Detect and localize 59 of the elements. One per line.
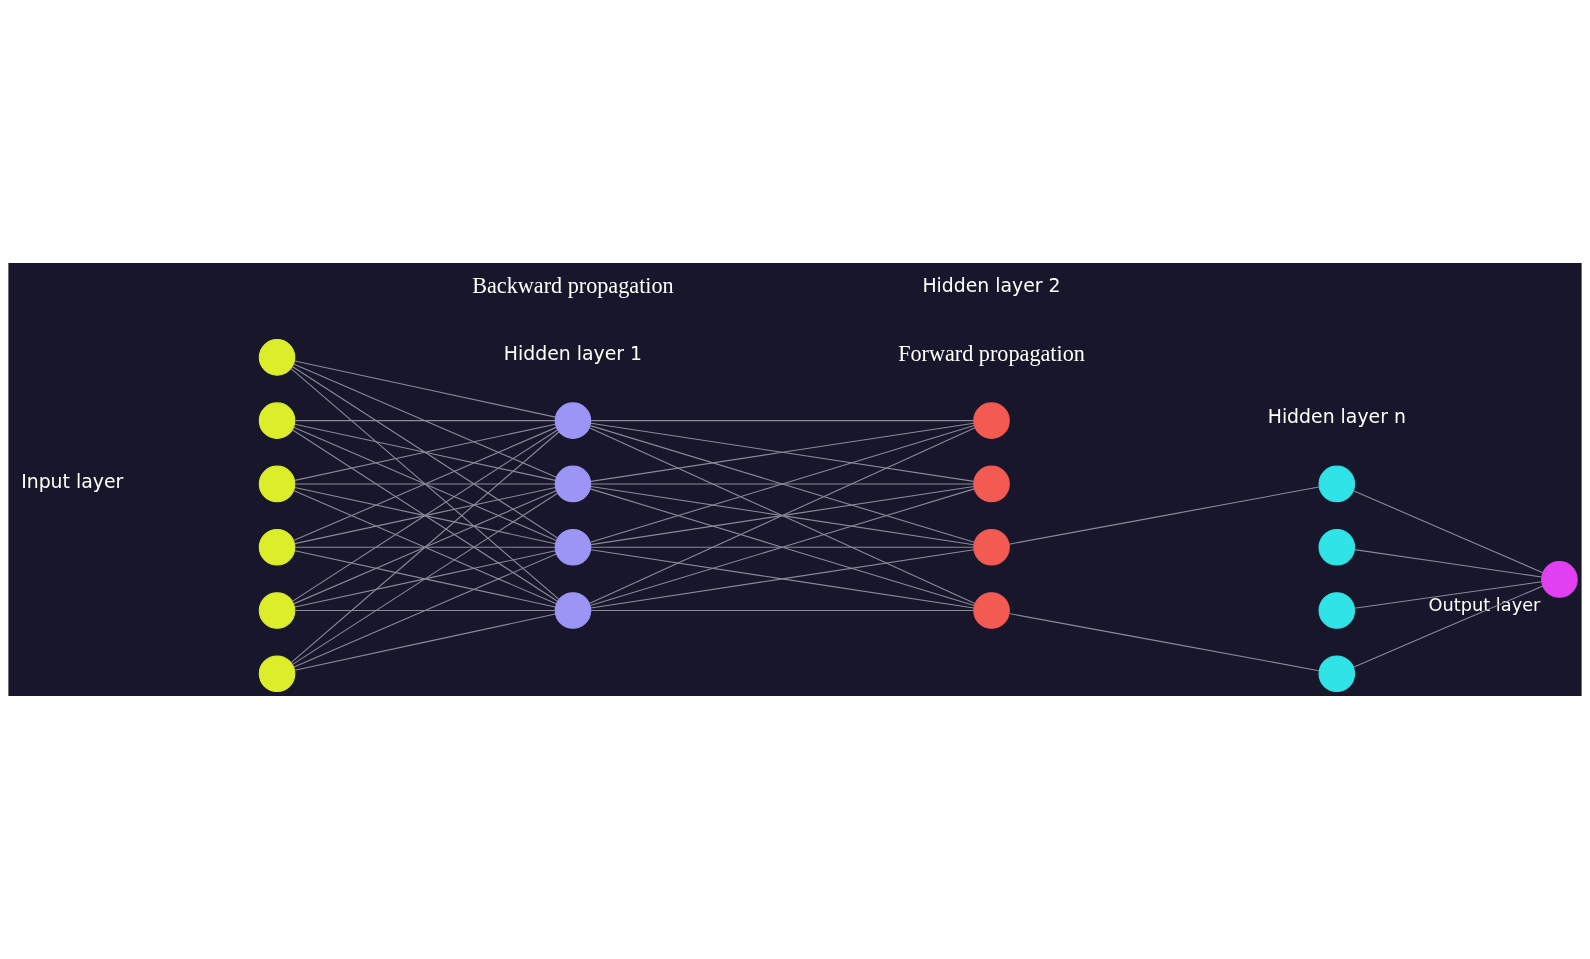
connector xyxy=(293,363,557,478)
node-circle xyxy=(554,465,592,503)
node-circle xyxy=(258,528,296,566)
connector xyxy=(293,426,557,542)
connector xyxy=(589,488,975,607)
node-circle xyxy=(258,465,296,503)
connector xyxy=(293,490,557,605)
node-circle xyxy=(973,528,1010,566)
connector xyxy=(590,422,975,482)
connector xyxy=(291,429,559,602)
connector xyxy=(294,550,556,608)
node-circle xyxy=(1318,592,1356,629)
label: Hidden layer n xyxy=(1267,404,1406,427)
label: Backward propagation xyxy=(472,272,674,298)
connector xyxy=(294,360,556,418)
connector xyxy=(589,425,975,543)
node-circle xyxy=(973,592,1010,629)
node-circle xyxy=(554,402,592,439)
connector xyxy=(294,483,556,485)
connector xyxy=(294,546,556,548)
node-circle xyxy=(258,402,296,439)
node-label: Output layer xyxy=(1428,595,1541,616)
connector xyxy=(290,431,560,664)
node-circle xyxy=(258,655,296,693)
connector xyxy=(1008,486,1320,545)
connector xyxy=(590,420,974,422)
connector xyxy=(1352,585,1544,668)
connector xyxy=(590,609,974,612)
label: Hidden layer 1 xyxy=(503,341,643,364)
connector xyxy=(590,483,974,485)
node-circle xyxy=(1318,655,1356,693)
connector xyxy=(590,549,975,609)
node-circle xyxy=(258,592,296,629)
node-circle xyxy=(973,465,1010,503)
node-circle xyxy=(554,592,592,629)
connector xyxy=(590,485,975,546)
connector xyxy=(1353,581,1543,609)
connector xyxy=(290,368,560,600)
connector xyxy=(294,613,556,671)
connector xyxy=(293,553,557,668)
node-circle xyxy=(258,339,296,376)
connector xyxy=(294,609,556,612)
node-circle xyxy=(1541,561,1578,598)
connector xyxy=(294,423,556,481)
connector xyxy=(294,420,556,422)
connector xyxy=(1353,549,1543,578)
node-circle xyxy=(973,402,1010,439)
node-circle xyxy=(1318,465,1356,503)
connector xyxy=(1352,490,1544,574)
label: Input layer xyxy=(21,470,124,493)
connector xyxy=(291,365,559,539)
label: Forward propagation xyxy=(898,340,1085,366)
connector xyxy=(294,486,556,545)
connector xyxy=(1008,613,1320,672)
label: Hidden layer 2 xyxy=(922,273,1061,296)
connector xyxy=(291,492,559,666)
node-circle xyxy=(554,528,592,566)
connector xyxy=(590,546,974,548)
node-circle xyxy=(1318,528,1356,566)
